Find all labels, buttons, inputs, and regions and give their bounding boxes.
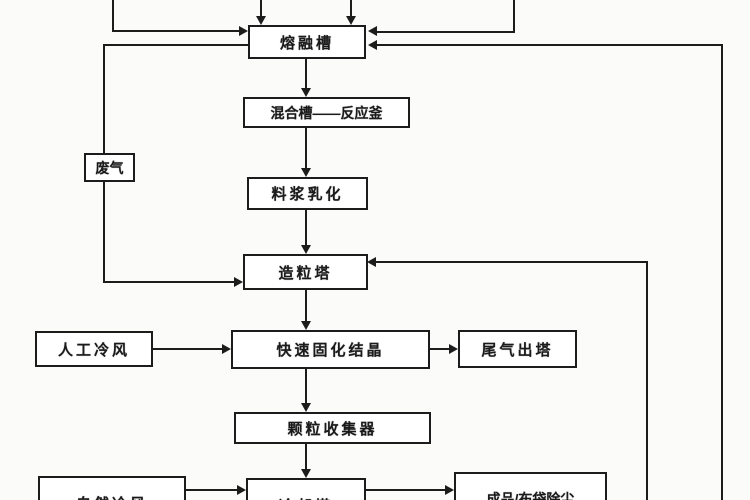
connector-emulsify-to-granulation: [305, 209, 307, 247]
node-waste-gas: 废气: [84, 153, 135, 182]
connector-collector-to-cooling: [305, 443, 307, 471]
arrowhead-into-slurry-emulsify: [301, 168, 311, 177]
node-tail-gas-out: 尾气出塔: [458, 330, 577, 368]
node-natural-cold-wind: 自然冷风: [38, 476, 186, 500]
arrowhead-into-cooling-tower-top: [301, 469, 311, 478]
connector-mixing-to-emulsify: [305, 127, 307, 170]
connector-cooling-to-product: [365, 489, 446, 491]
connector-rapid-to-collector: [305, 368, 307, 405]
connector-top-feed-1: [260, 0, 262, 18]
arrowhead-into-cooling-tower-left: [237, 485, 246, 495]
arrowhead-into-granulation-top: [301, 245, 311, 254]
node-manual-cold-wind: 人工冷风: [35, 331, 153, 367]
connector-top-right-loop-vertical: [513, 0, 515, 31]
arrowhead-into-particle-collector: [301, 403, 311, 412]
node-granulation-tower: 造粒塔: [243, 254, 368, 290]
arrowhead-into-melt-tank-right-upper: [368, 26, 377, 36]
arrowhead-into-granulation-right: [367, 257, 376, 267]
arrowhead-into-mixing-reactor: [301, 88, 311, 97]
arrowhead-into-melt-tank-top-1: [256, 16, 266, 25]
connector-melt-to-mixing: [305, 58, 307, 90]
arrowhead-into-melt-tank-left: [239, 26, 248, 36]
node-slurry-emulsify: 料浆乳化: [247, 177, 368, 210]
connector-top-right-loop-horizontal: [377, 31, 515, 33]
arrowhead-into-granulation-left: [234, 277, 243, 287]
connector-manualwind-to-rapid: [153, 348, 223, 350]
connector-top-left-loop-horizontal: [112, 30, 240, 32]
connector-inner-loop-horizontal: [376, 261, 648, 263]
connector-inner-loop-vertical: [646, 261, 648, 500]
node-product-dedust: 成品/布袋除尘: [454, 472, 607, 500]
arrowhead-into-melt-tank-top-2: [346, 16, 356, 25]
node-cooling-tower: 冷却塔: [246, 478, 366, 500]
node-melt-tank: 熔融槽: [248, 25, 366, 59]
connector-wastegas-top-horizontal: [103, 44, 248, 46]
arrowhead-into-product: [445, 485, 454, 495]
connector-rapid-to-tailgas: [430, 348, 450, 350]
node-rapid-solidify: 快速固化结晶: [231, 330, 430, 369]
arrowhead-into-melt-tank-right-lower: [368, 40, 377, 50]
node-mixing-reactor: 混合槽——反应釜: [243, 97, 410, 128]
connector-wastegas-bottom-horizontal: [103, 281, 234, 283]
arrowhead-into-rapid-solidify-left: [222, 344, 231, 354]
arrowhead-into-rapid-solidify-top: [301, 321, 311, 330]
connector-top-left-loop-vertical: [112, 0, 114, 30]
arrowhead-into-tail-gas-out: [449, 344, 458, 354]
node-particle-collector: 颗粒收集器: [234, 412, 431, 444]
connector-top-feed-2: [350, 0, 352, 18]
connector-outer-loop-horizontal: [377, 44, 723, 46]
connector-naturalwind-to-cooling: [185, 489, 238, 491]
connector-granulation-to-rapid: [305, 289, 307, 323]
connector-outer-loop-vertical: [721, 44, 723, 500]
